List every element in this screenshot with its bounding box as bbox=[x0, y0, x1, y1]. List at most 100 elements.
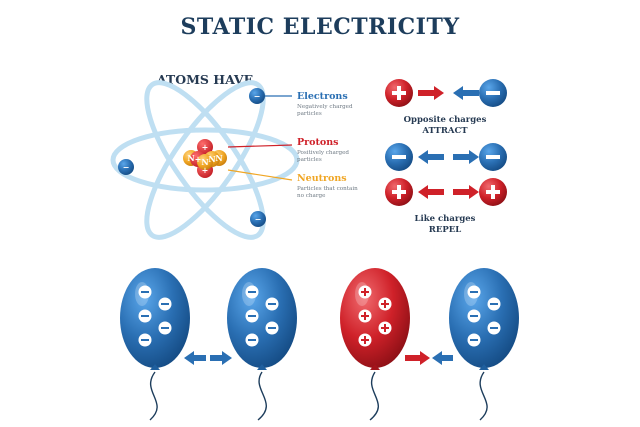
attract-row bbox=[385, 79, 507, 107]
balloon bbox=[449, 268, 519, 421]
electron-symbol: − bbox=[255, 214, 262, 224]
negative-charge bbox=[467, 309, 481, 323]
electron-symbol: − bbox=[254, 91, 261, 101]
plus-icon bbox=[364, 312, 366, 320]
neutron bbox=[197, 154, 213, 170]
plus-icon bbox=[491, 185, 495, 199]
legend-neutrons: Neutrons Particles that contain no charg… bbox=[297, 173, 358, 199]
plus-icon bbox=[364, 336, 366, 344]
minus-icon bbox=[248, 291, 256, 293]
balloon-knot bbox=[370, 364, 380, 370]
neutron-pointer-line bbox=[227, 169, 293, 181]
minus-icon bbox=[470, 339, 478, 341]
nucleus: + + + N N N N bbox=[183, 139, 227, 178]
minus-icon bbox=[490, 327, 498, 329]
balloon bbox=[340, 268, 410, 421]
balloon-body bbox=[340, 268, 410, 368]
arrow-left-icon bbox=[418, 150, 444, 164]
minus-icon bbox=[161, 327, 169, 329]
balloon-body bbox=[227, 268, 297, 368]
legend-electrons: Electrons Negatively charged particles bbox=[297, 91, 353, 117]
balloon bbox=[227, 268, 297, 421]
atoms-heading: ATOMS HAVE bbox=[156, 72, 253, 87]
plus-icon bbox=[397, 185, 401, 199]
neutron-symbol: N bbox=[201, 157, 208, 167]
electron: − bbox=[250, 211, 266, 227]
repel-caption-line1: Like charges bbox=[415, 214, 476, 224]
proton-symbol: + bbox=[195, 154, 202, 164]
repel-caption-line2: REPEL bbox=[429, 225, 461, 235]
negative-charge bbox=[158, 321, 172, 335]
balloon-string bbox=[149, 371, 158, 421]
negative-charge bbox=[245, 285, 259, 299]
balloon-knot bbox=[150, 364, 160, 370]
electron-symbol: − bbox=[123, 162, 130, 172]
negative-charge bbox=[265, 321, 279, 335]
negative-charge bbox=[467, 333, 481, 347]
arrow-left-icon bbox=[418, 185, 444, 199]
balloon-knot bbox=[479, 364, 489, 370]
neutron-symbol: N bbox=[208, 154, 215, 164]
plus-icon bbox=[384, 300, 386, 308]
negative-charge bbox=[487, 297, 501, 311]
plus-icon bbox=[384, 324, 386, 332]
legend-desc: particles bbox=[297, 157, 322, 163]
arrow-right-icon bbox=[453, 185, 479, 199]
plus-icon bbox=[397, 86, 401, 100]
arrow-left-icon bbox=[184, 351, 206, 365]
legend-desc: Particles that contain bbox=[297, 186, 358, 192]
arrow-right-icon bbox=[210, 351, 232, 365]
balloon-arrows-left bbox=[184, 351, 232, 365]
legend-desc: particles bbox=[297, 111, 322, 117]
legend-desc: Negatively charged bbox=[297, 104, 353, 110]
negative-charge bbox=[138, 333, 152, 347]
orbit-ring bbox=[110, 127, 300, 193]
minus-icon bbox=[392, 155, 406, 159]
page-title: STATIC ELECTRICITY bbox=[180, 14, 459, 40]
negative-charge bbox=[265, 297, 279, 311]
repel-negative-row bbox=[385, 143, 507, 171]
attract-caption-line1: Opposite charges bbox=[404, 115, 487, 125]
proton-pointer-line bbox=[227, 144, 293, 148]
minus-icon bbox=[486, 91, 500, 95]
minus-icon bbox=[470, 315, 478, 317]
balloon-arrows-right bbox=[405, 351, 453, 365]
balloon-knot bbox=[257, 364, 267, 370]
electron: − bbox=[249, 88, 265, 104]
plus-icon bbox=[364, 288, 366, 296]
legend-desc: Positively charged bbox=[297, 150, 349, 156]
proton-symbol: + bbox=[202, 165, 209, 175]
balloon-string bbox=[479, 371, 488, 421]
proton bbox=[197, 139, 213, 155]
positive-charge bbox=[378, 321, 392, 335]
balloon-body bbox=[120, 268, 190, 368]
negative-charge bbox=[487, 321, 501, 335]
balloon-body bbox=[449, 268, 519, 368]
arrow-right-icon bbox=[418, 86, 444, 100]
legend-protons: Protons Positively charged particles bbox=[297, 137, 349, 163]
positive-charge bbox=[358, 285, 372, 299]
arrow-left-icon bbox=[453, 86, 479, 100]
legend-label: Neutrons bbox=[297, 173, 347, 184]
negative-charge bbox=[245, 333, 259, 347]
balloons-group bbox=[120, 268, 519, 421]
minus-icon bbox=[268, 303, 276, 305]
neutron-symbol: N bbox=[187, 153, 194, 163]
minus-icon bbox=[470, 291, 478, 293]
negative-charge bbox=[245, 309, 259, 323]
balloon-string bbox=[369, 371, 380, 421]
repel-positive-row bbox=[385, 178, 507, 206]
minus-icon bbox=[268, 327, 276, 329]
minus-icon bbox=[490, 303, 498, 305]
negative-charge bbox=[138, 285, 152, 299]
positive-charge bbox=[378, 297, 392, 311]
negative-charge bbox=[158, 297, 172, 311]
positive-charge bbox=[358, 333, 372, 347]
orbit-ring bbox=[144, 80, 266, 240]
arrow-right-icon bbox=[405, 351, 430, 365]
negative-charge bbox=[138, 309, 152, 323]
legend-label: Electrons bbox=[297, 91, 348, 102]
minus-icon bbox=[141, 315, 149, 317]
minus-icon bbox=[248, 315, 256, 317]
